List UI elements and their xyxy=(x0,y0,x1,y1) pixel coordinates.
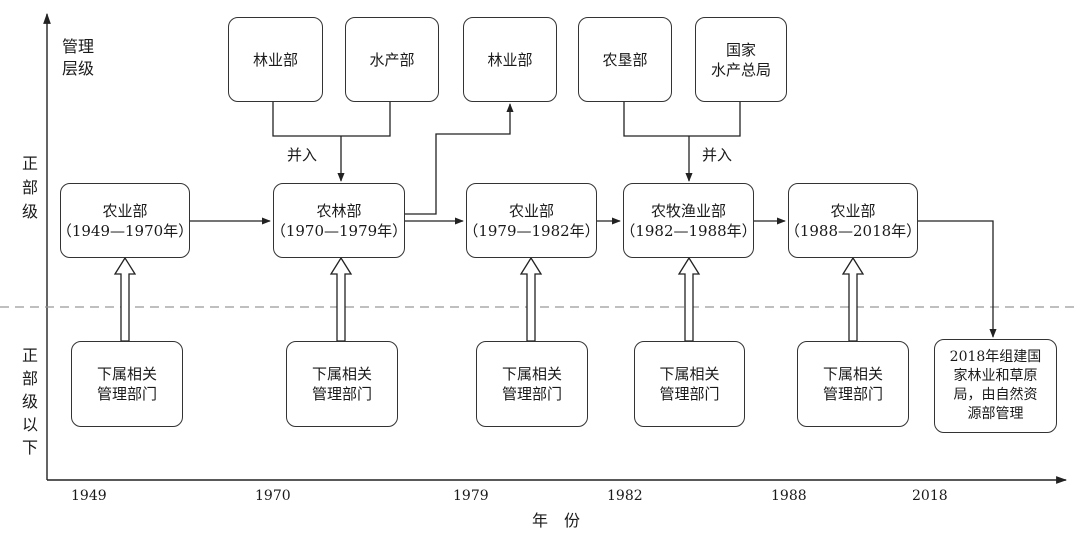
y-axis-label: 管理 层级 xyxy=(62,36,94,80)
box-forestry-2: 林业部 xyxy=(463,17,557,102)
box-fisheries-bureau: 国家 水产总局 xyxy=(695,17,787,102)
box-aquatic: 水产部 xyxy=(345,17,439,102)
year-label: 1982 xyxy=(607,488,643,504)
merge-label: 并入 xyxy=(702,146,733,164)
merge-bracket xyxy=(623,102,741,137)
ministry-box: 农业部 （1949—1970年） xyxy=(57,183,193,258)
year-label: 1949 xyxy=(71,488,107,504)
year-label: 1970 xyxy=(255,488,291,504)
level-label-upper: 正 部 级 xyxy=(22,154,39,221)
hollow-arrow xyxy=(677,256,701,342)
box-reclamation: 农垦部 xyxy=(578,17,672,102)
hollow-arrow xyxy=(841,256,865,342)
year-label: 2018 xyxy=(912,488,948,504)
final-arrow xyxy=(918,220,997,338)
sub-department-box: 下属相关 管理部门 xyxy=(797,341,909,427)
ministry-box: 农牧渔业部 （1982—1988年） xyxy=(620,183,757,258)
box-forestry-1: 林业部 xyxy=(228,17,323,102)
split-arrow xyxy=(405,103,514,215)
x-axis-label: 年 份 xyxy=(532,511,581,530)
hollow-arrow xyxy=(519,256,543,342)
sub-department-box: 下属相关 管理部门 xyxy=(286,341,398,427)
sub-department-box: 下属相关 管理部门 xyxy=(634,341,745,427)
sub-department-box: 下属相关 管理部门 xyxy=(71,341,183,427)
ministry-box: 农业部 （1979—1982年） xyxy=(463,183,600,258)
level-label-lower: 正 部 级 以 下 xyxy=(22,346,39,457)
year-label: 1988 xyxy=(771,488,807,504)
merge-label: 并入 xyxy=(287,146,318,164)
ministry-box: 农林部 （1970—1979年） xyxy=(271,183,407,258)
hollow-arrow xyxy=(113,256,137,342)
hollow-arrow xyxy=(329,256,353,342)
final-box-2018: 2018年组建国 家林业和草原 局，由自然资 源部管理 xyxy=(934,339,1057,433)
y-axis-label-line1: 管理 xyxy=(62,37,95,56)
sub-department-box: 下属相关 管理部门 xyxy=(476,341,588,427)
merge-bracket xyxy=(272,102,391,137)
y-axis-label-line2: 层级 xyxy=(62,59,95,78)
year-label: 1979 xyxy=(453,488,489,504)
ministry-box: 农业部 （1988—2018年） xyxy=(785,183,921,258)
